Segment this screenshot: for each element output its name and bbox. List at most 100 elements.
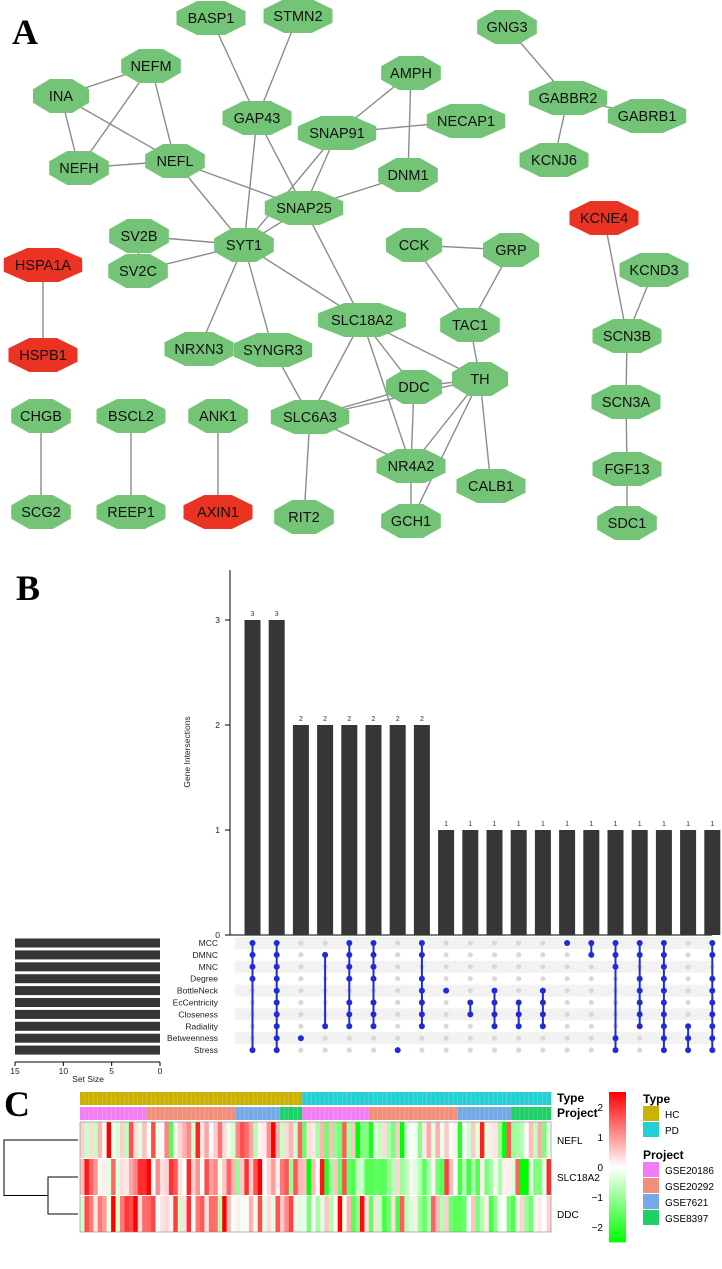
heatmap-cell	[302, 1122, 307, 1158]
type-annotation-cell	[191, 1092, 196, 1105]
heatmap-cell	[293, 1122, 299, 1158]
heatmap-cell	[408, 1196, 414, 1232]
type-annotation-cell	[253, 1092, 259, 1105]
heatmap-cell	[391, 1159, 396, 1195]
heatmap-cell	[315, 1122, 321, 1158]
heatmap-cell	[177, 1122, 183, 1158]
type-annotation-cell	[195, 1092, 201, 1105]
heatmap-cell	[302, 1159, 307, 1195]
heatmap-cell	[439, 1159, 445, 1195]
heatmap-cell	[524, 1159, 530, 1195]
type-annotation-cell	[324, 1092, 330, 1105]
matrix-dot-filled	[612, 951, 619, 958]
project-annotation-cell	[235, 1107, 241, 1120]
project-annotation-cell	[346, 1107, 352, 1120]
heatmap-cell	[497, 1196, 503, 1232]
type-annotation-cell	[226, 1092, 232, 1105]
matrix-dot-filled	[491, 1023, 498, 1030]
node-label: AXIN1	[197, 505, 239, 521]
heatmap-cell	[217, 1159, 223, 1195]
heatmap-cell	[453, 1196, 458, 1232]
type-annotation-cell	[519, 1092, 525, 1105]
heatmap-cell	[168, 1196, 174, 1232]
heatmap-cell	[408, 1159, 414, 1195]
intersection-bar	[365, 725, 382, 935]
project-annotation-cell	[217, 1107, 223, 1120]
set-label: EcCentricity	[173, 998, 219, 1008]
heatmap-cell	[386, 1196, 392, 1232]
heatmap-cell	[284, 1196, 290, 1232]
heatmap-cell	[128, 1159, 134, 1195]
matrix-dot-filled	[370, 951, 377, 958]
heatmap-cell	[502, 1122, 507, 1158]
heatmap-cell	[155, 1122, 161, 1158]
type-annotation-cell	[186, 1092, 192, 1105]
legend-label: PD	[665, 1126, 679, 1137]
node-shape	[456, 469, 526, 503]
heatmap-cell	[502, 1159, 507, 1195]
node-label: CHGB	[20, 409, 62, 425]
network-edge	[303, 207, 363, 321]
heatmap-cell	[506, 1122, 512, 1158]
set-size-tick-label: 0	[158, 1066, 163, 1076]
type-annotation-cell	[97, 1092, 103, 1105]
heatmap-cell	[186, 1196, 192, 1232]
heatmap-cell	[173, 1159, 179, 1195]
project-annotation-cell	[435, 1107, 441, 1120]
heatmap-cell	[257, 1122, 263, 1158]
type-annotation-cell	[413, 1092, 418, 1105]
matrix-dot-filled	[588, 951, 595, 958]
heatmap-cell	[382, 1159, 387, 1195]
heatmap-cell	[186, 1159, 192, 1195]
node-shape	[263, 0, 333, 33]
heatmap-cell	[448, 1196, 454, 1232]
node-label: NECAP1	[437, 114, 495, 130]
type-annotation-cell	[208, 1092, 214, 1105]
intersection-bar	[655, 830, 672, 935]
matrix-dot-empty	[564, 1023, 570, 1029]
type-annotation-cell	[328, 1092, 334, 1105]
bar-value-label: 1	[468, 821, 472, 828]
bar-value-label: 3	[251, 611, 255, 618]
heatmap-cell	[137, 1159, 143, 1195]
heatmap-cell	[382, 1122, 387, 1158]
matrix-dot-filled	[491, 1011, 498, 1018]
heatmap-cell	[142, 1122, 147, 1158]
matrix-dot-filled	[660, 1035, 667, 1042]
project-annotation-cell	[106, 1107, 112, 1120]
matrix-dot-empty	[685, 976, 691, 982]
bar-value-label: 1	[565, 821, 569, 828]
heatmap-cell	[435, 1122, 441, 1158]
set-size-tick-label: 5	[109, 1066, 114, 1076]
type-annotation-cell	[533, 1092, 538, 1105]
node-label: NEFH	[59, 161, 98, 177]
matrix-dot-filled	[709, 940, 716, 946]
project-annotation-cell	[262, 1107, 267, 1120]
network-node: NEFL	[145, 144, 205, 178]
heatmap-cell	[297, 1159, 303, 1195]
heatmap-cell	[377, 1196, 383, 1232]
network-node: ANK1	[188, 399, 248, 433]
type-annotation-cell	[88, 1092, 94, 1105]
heatmap-cell	[222, 1159, 227, 1195]
node-label: KCNE4	[580, 211, 628, 227]
project-annotation-cell	[186, 1107, 192, 1120]
heatmap-cell	[333, 1122, 339, 1158]
project-annotation-cell	[142, 1107, 147, 1120]
heatmap-cell	[266, 1122, 272, 1158]
matrix-dot-filled	[418, 987, 425, 994]
project-annotation-cell	[213, 1107, 219, 1120]
network-node: DDC	[386, 370, 442, 404]
type-annotation-cell	[306, 1092, 312, 1105]
heatmap-cell	[466, 1159, 472, 1195]
matrix-dot-empty	[443, 952, 449, 958]
heatmap-cell	[466, 1122, 472, 1158]
set-size-bar	[15, 1009, 160, 1019]
matrix-dot-empty	[443, 1011, 449, 1018]
type-annotation-cell	[484, 1092, 490, 1105]
heatmap-cell	[164, 1196, 170, 1232]
heatmap-cell	[515, 1122, 521, 1158]
annotation-row-label: Type	[557, 1091, 584, 1105]
type-annotation-cell	[248, 1092, 254, 1105]
project-annotation-cell	[164, 1107, 170, 1120]
